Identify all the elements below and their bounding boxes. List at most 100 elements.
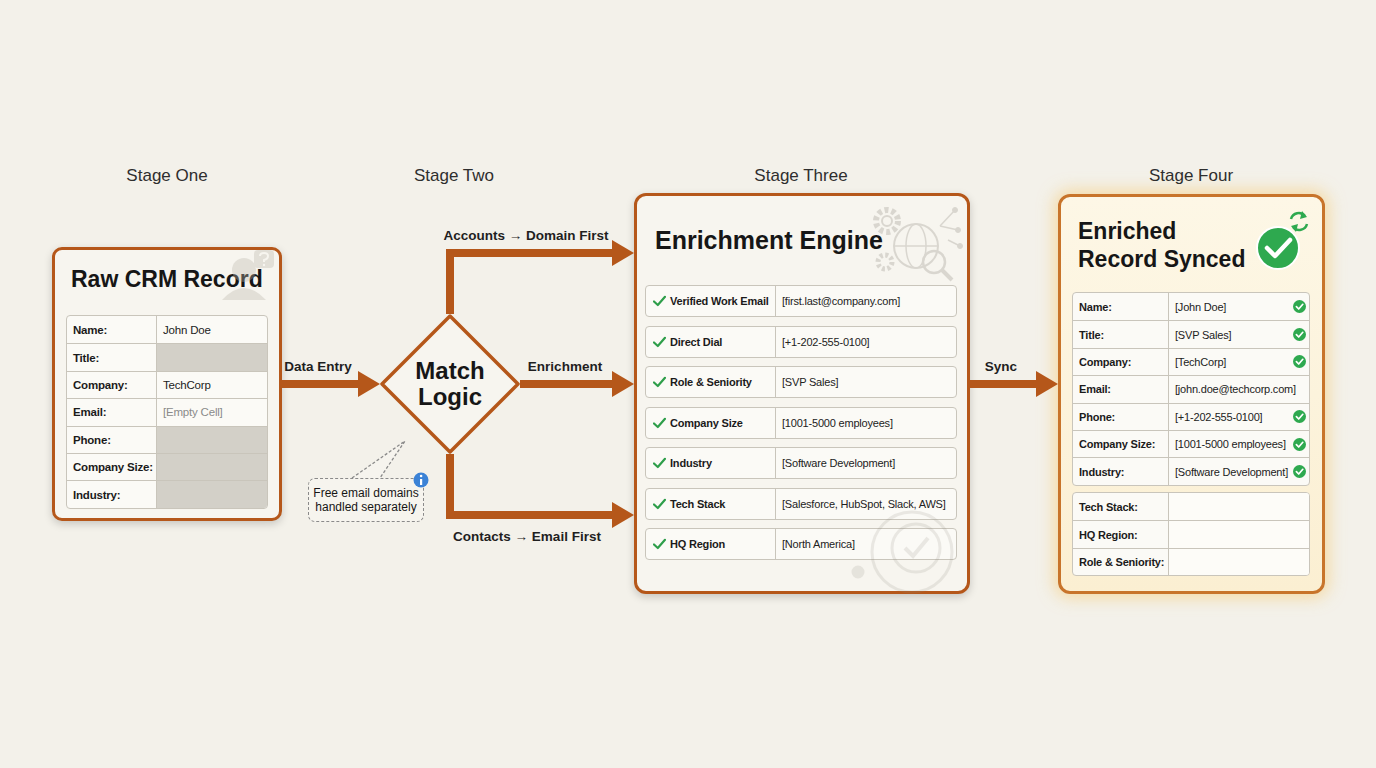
field-row: Phone:[+1-202-555-0100] (1073, 403, 1309, 430)
enrichment-value-cell: [1001-5000 employees] (776, 408, 956, 438)
field-label: Email: (73, 406, 106, 418)
arrow-head (612, 371, 634, 397)
field-label-cell: Company Size: (67, 454, 157, 480)
enrichment-row: Verified Work Email [first.last@company.c… (645, 285, 957, 317)
field-row: Role & Seniority: (1073, 548, 1309, 575)
field-value-cell: [TechCorp] (1169, 349, 1309, 375)
connector-label: Contacts → Email First (453, 529, 601, 544)
field-label: Industry: (1079, 466, 1124, 478)
field-table: Name:John DoeTitle:Company:TechCorpEmail… (66, 315, 268, 509)
enrichment-value: [first.last@company.com] (782, 295, 900, 307)
enrichment-value: [North America] (782, 538, 855, 550)
enrichment-row: HQ Region [North America] (645, 528, 957, 560)
field-label: Title: (73, 352, 99, 364)
enrichment-value-cell: [first.last@company.com] (776, 286, 956, 316)
field-value-cell: John Doe (157, 316, 267, 343)
enrichment-label: HQ Region (670, 538, 725, 550)
field-value-cell: [Software Development] (1169, 458, 1309, 484)
field-table: Name:[John Doe]Title:[SVP Sales]Company:… (1072, 292, 1310, 486)
check-mark (1296, 442, 1302, 447)
arrow-head (358, 371, 380, 397)
field-value-cell: [john.doe@techcorp.com] (1169, 376, 1309, 402)
enrichment-row: Company Size [1001-5000 employees] (645, 407, 957, 439)
field-label: Name: (73, 324, 107, 336)
field-label-cell: Email: (67, 399, 157, 425)
field-label-cell: Title: (1073, 321, 1169, 347)
field-label-cell: Name: (67, 316, 157, 343)
check-icon (653, 295, 666, 307)
enrichment-value: [1001-5000 employees] (782, 417, 893, 429)
enrichment-label: Company Size (670, 417, 743, 429)
decision-diamond: Match Logic (380, 314, 520, 454)
field-label: Company: (73, 379, 128, 391)
enrichment-label: Tech Stack (670, 498, 725, 510)
field-value-cell: [John Doe] (1169, 293, 1309, 320)
field-label-cell: Title: (67, 344, 157, 370)
check-mark (654, 378, 665, 386)
field-label: Phone: (73, 434, 111, 446)
arrow-head (612, 240, 634, 266)
field-label-cell: Industry: (67, 481, 157, 507)
flow-connector (282, 371, 380, 397)
field-value: [Empty Cell] (163, 406, 223, 418)
connector-line (450, 253, 616, 314)
enrichment-value-cell: [+1-202-555-0100] (776, 327, 956, 357)
check-mark (1296, 415, 1302, 420)
field-label-cell: Company Size: (1073, 431, 1169, 457)
field-row: HQ Region: (1073, 520, 1309, 547)
field-value-cell: [SVP Sales] (1169, 321, 1309, 347)
check-mark (1296, 304, 1302, 309)
enrichment-label: Industry (670, 457, 712, 469)
record-card: Enriched Record SyncedName:[John Doe]Tit… (1058, 194, 1325, 594)
field-label: HQ Region: (1079, 529, 1138, 541)
stage-label: Stage One (126, 166, 207, 186)
connector-line (970, 380, 1040, 388)
field-value-cell (1169, 521, 1309, 547)
flow-connector (450, 240, 634, 314)
check-badge (1293, 465, 1306, 478)
field-value: [+1-202-555-0100] (1175, 411, 1262, 423)
center-wrap: Free email domains handled separately (309, 479, 423, 521)
enrichment-value-cell: [SVP Sales] (776, 367, 956, 397)
enrichment-row: Direct Dial[+1-202-555-0100] (645, 326, 957, 358)
enrichment-label-cell: Tech Stack (646, 489, 776, 519)
field-row: Email: [Empty Cell] (67, 398, 267, 425)
check-icon (653, 498, 666, 510)
enrichment-label-cell: Company Size (646, 408, 776, 438)
record-card: Raw CRM RecordName: John DoeTitle: Company… (52, 247, 282, 521)
enrichment-label: Verified Work Email (670, 295, 769, 307)
field-value: John Doe (163, 324, 211, 336)
connector-line (520, 380, 616, 388)
field-value-cell (1169, 549, 1309, 575)
flow-connector (450, 454, 634, 528)
check-circle (1293, 328, 1306, 341)
flow-connector (520, 371, 634, 397)
field-row: Industry: [Software Development] (1073, 457, 1309, 484)
enrichment-value-cell: [Software Development] (776, 448, 956, 478)
field-label: Tech Stack: (1079, 501, 1138, 513)
field-value: [Software Development] (1175, 466, 1288, 478)
check-badge (1293, 300, 1306, 313)
check-circle (1293, 410, 1306, 423)
field-row: Title: [SVP Sales] (1073, 320, 1309, 347)
field-label-cell: HQ Region: (1073, 521, 1169, 547)
field-label: Company Size: (73, 461, 153, 473)
field-label-cell: Email: (1073, 376, 1169, 402)
enrichment-value: [+1-202-555-0100] (782, 336, 869, 348)
check-mark (1296, 332, 1302, 337)
check-mark (654, 297, 665, 305)
field-label: Email: (1079, 383, 1111, 395)
field-value: [TechCorp] (1175, 356, 1226, 368)
stage-label: Stage Four (1149, 166, 1233, 186)
field-value: [SVP Sales] (1175, 329, 1231, 341)
field-row: Name:[John Doe] (1073, 293, 1309, 320)
decision-label: Match Logic (398, 358, 502, 411)
field-row: Tech Stack: (1073, 493, 1309, 520)
enrichment-row: Tech Stack[Salesforce, HubSpot, Slack, A… (645, 488, 957, 520)
field-value-cell: [1001-5000 employees] (1169, 431, 1309, 457)
field-label: Title: (1079, 329, 1104, 341)
field-label-cell: Name: (1073, 293, 1169, 320)
card-title: Raw CRM Record (71, 266, 271, 294)
